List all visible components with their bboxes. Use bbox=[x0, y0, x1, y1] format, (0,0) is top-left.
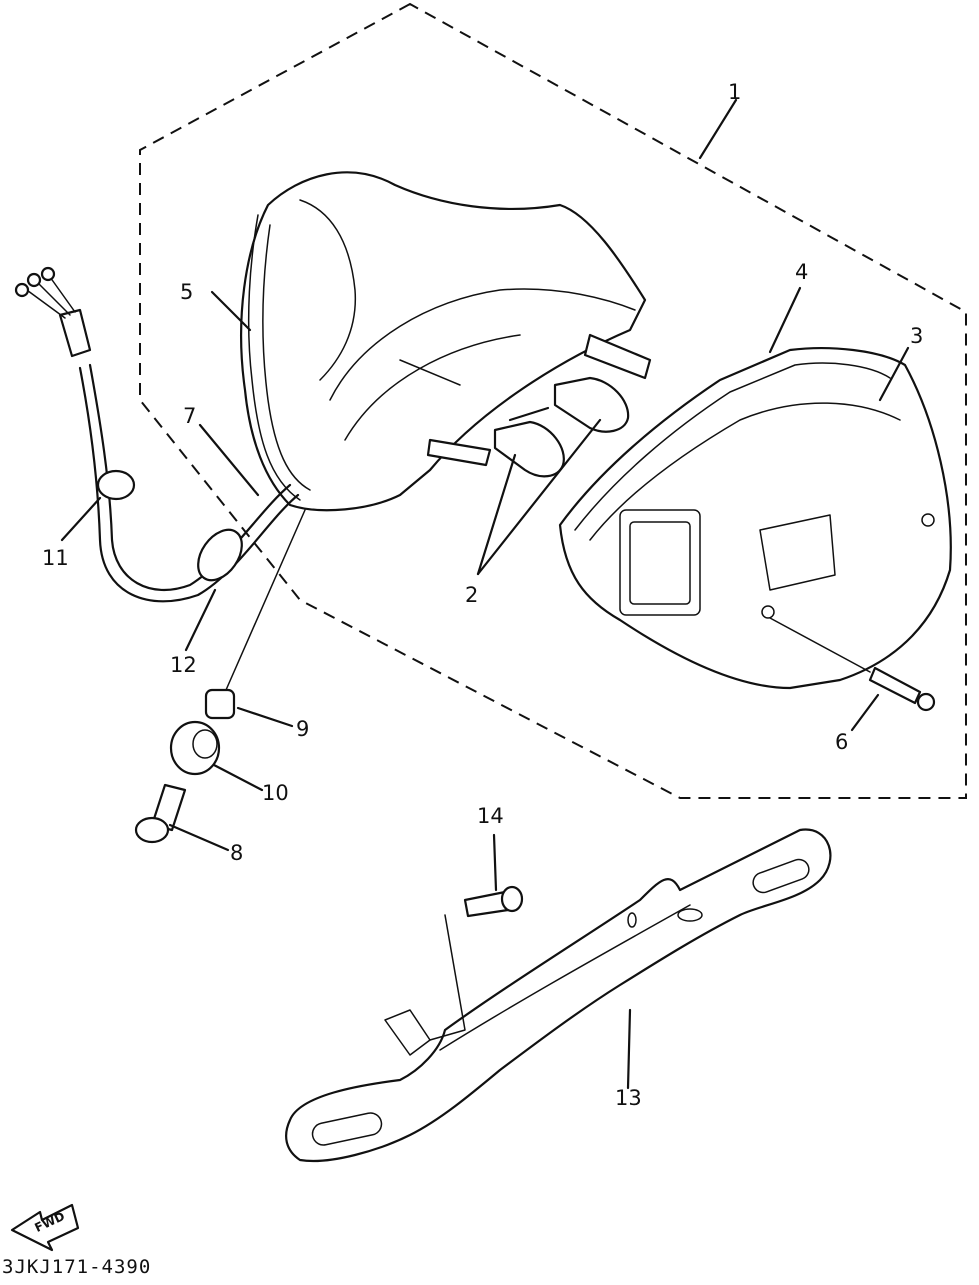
leader-5 bbox=[210, 290, 252, 332]
lens bbox=[558, 347, 952, 690]
leader-14 bbox=[492, 833, 498, 892]
grommet-10 bbox=[169, 720, 221, 776]
leader-14-path bbox=[429, 914, 466, 1041]
callout-9: 9 bbox=[296, 717, 310, 741]
leader-8 bbox=[168, 823, 230, 852]
leader-3 bbox=[878, 346, 910, 402]
callout-7: 7 bbox=[183, 404, 197, 428]
bolt-8 bbox=[134, 783, 187, 844]
callout-8: 8 bbox=[230, 841, 244, 865]
leader-2c bbox=[508, 406, 550, 422]
assembly-boundary bbox=[139, 2, 967, 799]
bracket-13 bbox=[285, 828, 832, 1162]
leader-9 bbox=[236, 706, 294, 728]
callout-12: 12 bbox=[170, 653, 197, 677]
callout-10: 10 bbox=[262, 781, 289, 805]
callout-4: 4 bbox=[795, 260, 809, 284]
leader-7 bbox=[198, 423, 260, 497]
callout-14: 14 bbox=[477, 804, 504, 828]
light-housing bbox=[240, 171, 652, 512]
mount-axis bbox=[225, 509, 306, 691]
leader-1 bbox=[698, 98, 738, 160]
leader-10 bbox=[212, 763, 264, 792]
collar-9 bbox=[204, 688, 236, 720]
callout-6: 6 bbox=[835, 730, 849, 754]
callout-11: 11 bbox=[42, 546, 69, 570]
leader-6 bbox=[850, 693, 880, 732]
callout-1: 1 bbox=[728, 80, 742, 104]
wire-harness bbox=[14, 266, 300, 603]
callout-5: 5 bbox=[180, 280, 194, 304]
screw-14 bbox=[463, 885, 524, 918]
callout-3: 3 bbox=[910, 324, 924, 348]
leader-2b bbox=[476, 418, 602, 576]
callout-2: 2 bbox=[465, 583, 479, 607]
leader-11 bbox=[60, 496, 102, 542]
leader-4 bbox=[768, 286, 802, 354]
leader-12 bbox=[184, 588, 217, 652]
fwd-arrow-icon bbox=[10, 1203, 80, 1252]
diagram-code: 3JKJ171-4390 bbox=[2, 1256, 152, 1278]
leader-2a bbox=[476, 453, 517, 576]
leader-6-axis bbox=[769, 617, 871, 673]
callout-13: 13 bbox=[615, 1086, 642, 1110]
bulbs bbox=[493, 376, 630, 478]
leader-13 bbox=[626, 1008, 632, 1090]
screw-6 bbox=[868, 666, 936, 712]
